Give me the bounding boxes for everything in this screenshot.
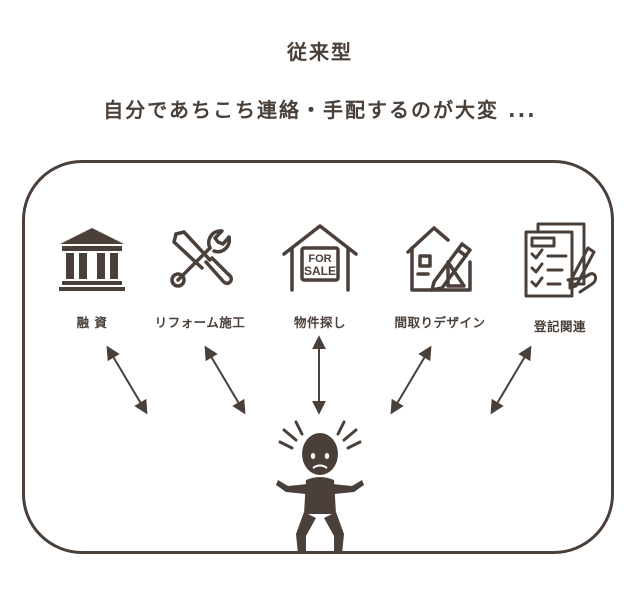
item-label-property-search: 物件探し <box>293 315 346 330</box>
item-financing: 融 資 <box>32 222 152 331</box>
for-sale-line2: SALE <box>304 264 336 278</box>
arrow-renovation <box>204 345 246 415</box>
tools-icon <box>170 229 234 288</box>
item-floor-plan: 間取りデザイン <box>380 222 500 331</box>
registration-document-icon <box>524 222 598 298</box>
arrow-financing <box>106 345 148 415</box>
diagram-title: 従来型 <box>287 40 353 64</box>
item-label-registration: 登記関連 <box>533 319 586 334</box>
bank-icon <box>59 228 125 291</box>
rounded-frame <box>22 160 614 554</box>
house-blueprint-icon <box>406 226 472 292</box>
arrow-floor-plan <box>390 345 432 415</box>
for-sale-line1: FOR <box>308 253 331 265</box>
item-renovation: リフォーム施工 <box>140 222 260 331</box>
item-label-renovation: リフォーム施工 <box>154 315 246 330</box>
stressed-person-icon <box>276 420 364 554</box>
item-property-search: FOR SALE 物件探し <box>260 222 380 331</box>
item-registration: 登記関連 <box>500 222 620 335</box>
item-label-floor-plan: 間取りデザイン <box>394 315 486 330</box>
for-sale-house-icon: FOR SALE <box>282 224 358 292</box>
arrow-registration <box>490 345 532 415</box>
diagram-subtitle: 自分であちこち連絡・手配するのが大変 ... <box>103 98 537 122</box>
item-label-financing: 融 資 <box>76 315 108 330</box>
